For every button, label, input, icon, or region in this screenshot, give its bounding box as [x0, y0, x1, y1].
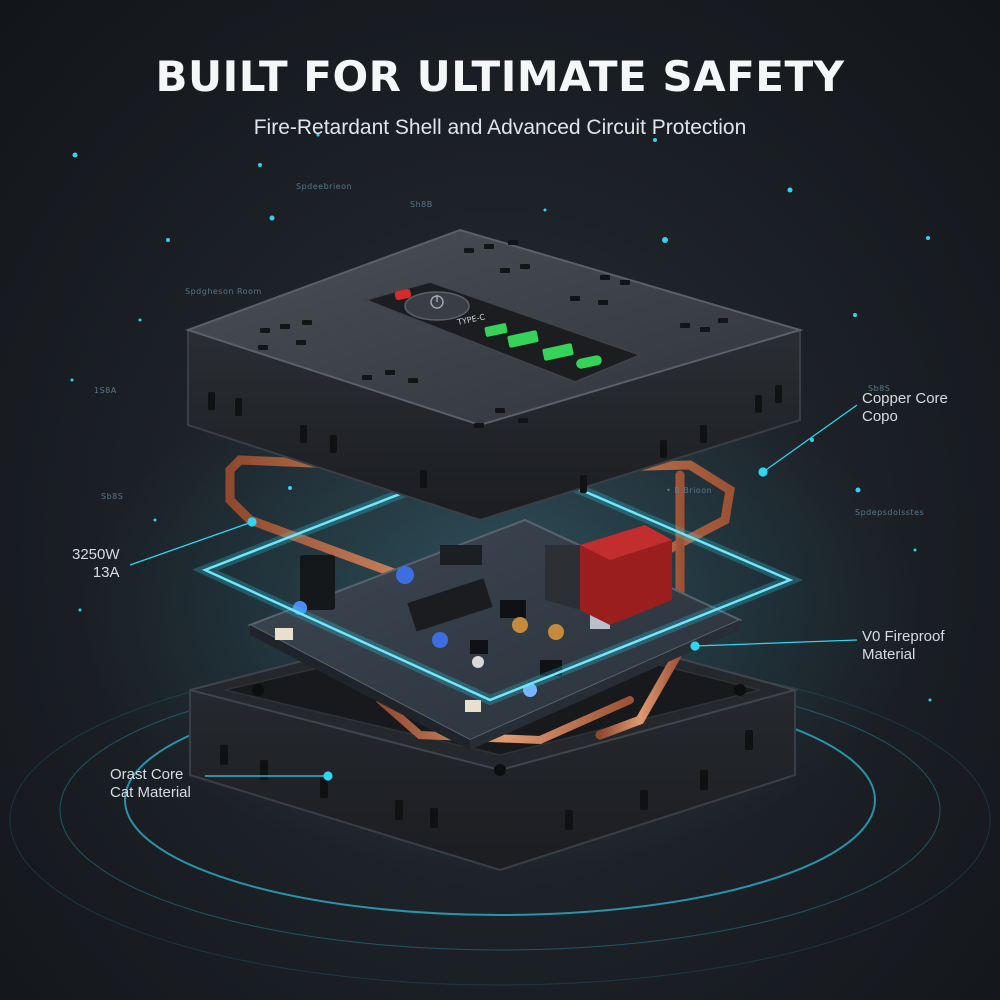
ac-outlet-icon — [600, 275, 630, 285]
callout-fireproof-line1: V0 Fireproof — [862, 628, 945, 645]
callout-copper-core-line2: Copo — [862, 408, 898, 425]
usb-a-port-icon — [484, 323, 508, 337]
callout-fireproof-line2: Material — [862, 646, 916, 663]
callout-copper-core: Copper Core Copo — [862, 390, 948, 426]
pcb-components — [275, 545, 610, 712]
faint-annotation: Sb8S — [868, 384, 891, 393]
callout-copper-core-line1: Copper Core — [862, 390, 948, 407]
callout-leader-lines — [129, 404, 858, 781]
faint-annotation: Spdepsdolsstes — [855, 508, 925, 517]
faint-annotation: Spdgheson Room — [185, 287, 262, 296]
power-button-icon[interactable] — [404, 291, 470, 321]
ac-outlet-icon — [570, 296, 608, 305]
callout-power-amperage: 13A — [92, 564, 120, 581]
faint-annotation: Sb8S — [101, 492, 124, 501]
faint-annotation: Spdeebrieon — [296, 182, 353, 191]
faint-annotation: Sh8B — [410, 200, 433, 209]
usb-c-port-icon — [576, 355, 602, 369]
ac-outlet-icon — [258, 340, 306, 350]
subheadline: Fire-Retardant Shell and Advanced Circui… — [253, 116, 747, 139]
ac-outlet-icon — [260, 320, 312, 333]
usb-a-port-icon — [542, 343, 574, 361]
headline: BUILT FOR ULTIMATE SAFETY — [155, 52, 845, 101]
power-indicator — [394, 289, 412, 301]
circuit-board — [247, 518, 743, 750]
callout-base-line2: Cat Material — [110, 784, 191, 801]
relay-block — [545, 525, 672, 625]
faint-annotation: • B Brioon — [666, 486, 713, 495]
usb-a-port-icon — [507, 330, 539, 348]
ac-outlet-icon — [680, 318, 728, 332]
callout-base-line1: Orast Core — [110, 766, 184, 783]
faint-annotation: 1S8A — [94, 386, 117, 395]
ac-outlet-icon — [474, 408, 528, 428]
ac-outlets — [258, 240, 728, 428]
usb-control-panel: TYPE-C — [363, 281, 643, 383]
callout-power-wattage: 3250W — [72, 546, 120, 563]
ac-outlet-icon — [362, 370, 418, 383]
ac-outlet-icon — [500, 264, 530, 273]
callout-fireproof-material: V0 Fireproof Material — [862, 628, 945, 664]
callout-power-rating: 3250W 13A — [72, 546, 120, 582]
callout-base-material: Orast Core Cat Material — [110, 766, 191, 802]
ac-outlet-icon — [464, 240, 518, 253]
